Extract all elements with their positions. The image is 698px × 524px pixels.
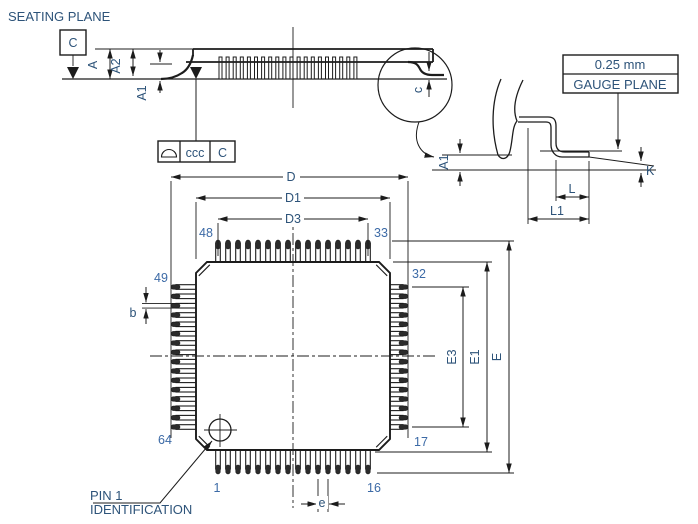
- pins-bottom: [215, 448, 371, 475]
- lead-detail: 0.25 mm GAUGE PLANE A1 L: [432, 54, 679, 224]
- flatness-icon: [160, 149, 178, 158]
- tolerance-triangle: [190, 67, 202, 79]
- pin1-label-line1: PIN 1: [90, 488, 123, 503]
- dim-D1: D1: [195, 190, 391, 259]
- dim-D3-label: D3: [285, 212, 301, 226]
- dim-L1: L1: [527, 128, 589, 224]
- dim-L-label: L: [569, 182, 576, 196]
- dim-A-label: A: [86, 60, 100, 69]
- dim-D1-label: D1: [285, 191, 301, 205]
- side-view: SEATING PLANE C A A2: [8, 9, 453, 163]
- dim-A1-detail-label: A1: [437, 154, 451, 169]
- pin-number-16: 16: [367, 481, 381, 495]
- dim-e: e: [301, 479, 345, 512]
- dim-K-label: K: [646, 164, 655, 178]
- tolerance-frame: ccc C: [157, 67, 236, 163]
- pin-number-33: 33: [374, 226, 388, 240]
- dim-L: L: [555, 160, 590, 224]
- dim-D-label: D: [286, 170, 295, 184]
- gauge-plane-box: 0.25 mm GAUGE PLANE: [562, 54, 679, 149]
- dim-D3: D3: [217, 211, 369, 256]
- side-view-leads: [218, 56, 358, 80]
- dim-L1-label: L1: [550, 204, 564, 218]
- seating-plane-label: SEATING PLANE: [8, 9, 111, 24]
- fcf-tolerance-text: ccc: [186, 146, 205, 160]
- datum-c-text: C: [68, 36, 77, 50]
- dim-E-label: E: [490, 353, 504, 361]
- pin1-label-line2: IDENTIFICATION: [90, 502, 192, 517]
- dim-b: b: [130, 287, 188, 324]
- dim-A2: A2: [109, 49, 136, 76]
- dim-A2-label: A2: [109, 58, 123, 73]
- balloon-leader-arrow: [415, 121, 435, 158]
- pin-number-1: 1: [214, 481, 221, 495]
- dim-E: E: [377, 240, 514, 474]
- datum-triangle: [67, 67, 79, 79]
- dim-E3-label: E3: [445, 349, 459, 364]
- dim-b-label: b: [130, 306, 137, 320]
- dim-A1-side: A1: [135, 50, 172, 101]
- pin-number-17: 17: [414, 435, 428, 449]
- dim-K: K: [638, 147, 655, 187]
- dim-A1-detail: A1: [437, 139, 463, 186]
- pin-number-49: 49: [154, 271, 168, 285]
- dim-E3: E3: [412, 286, 469, 428]
- pin-number-48: 48: [199, 226, 213, 240]
- pins-left: [170, 284, 198, 430]
- pin-numbers: 48 33 49 32 64 17 1 16: [154, 226, 428, 495]
- top-view: D D1 D3 E E1: [90, 169, 514, 517]
- pins-right: [388, 284, 409, 430]
- lead-profile: [432, 78, 656, 171]
- dim-c-label: c: [411, 87, 425, 93]
- pin-number-64: 64: [158, 433, 172, 447]
- gauge-value-text: 0.25 mm: [595, 57, 646, 72]
- dim-e-label: e: [319, 496, 326, 510]
- detail-balloon: c: [377, 47, 453, 158]
- dim-D: D: [170, 169, 409, 438]
- dim-A1-side-label: A1: [135, 85, 149, 100]
- gauge-plane-text: GAUGE PLANE: [573, 77, 667, 92]
- dim-A: A: [86, 49, 113, 79]
- pin-number-32: 32: [412, 267, 426, 281]
- pin1-identification: PIN 1 IDENTIFICATION: [90, 414, 237, 517]
- pin1-leader-arrow: [93, 440, 213, 504]
- dim-E1-label: E1: [468, 349, 482, 364]
- fcf-datum-text: C: [218, 146, 227, 160]
- dim-E1: E1: [375, 261, 492, 453]
